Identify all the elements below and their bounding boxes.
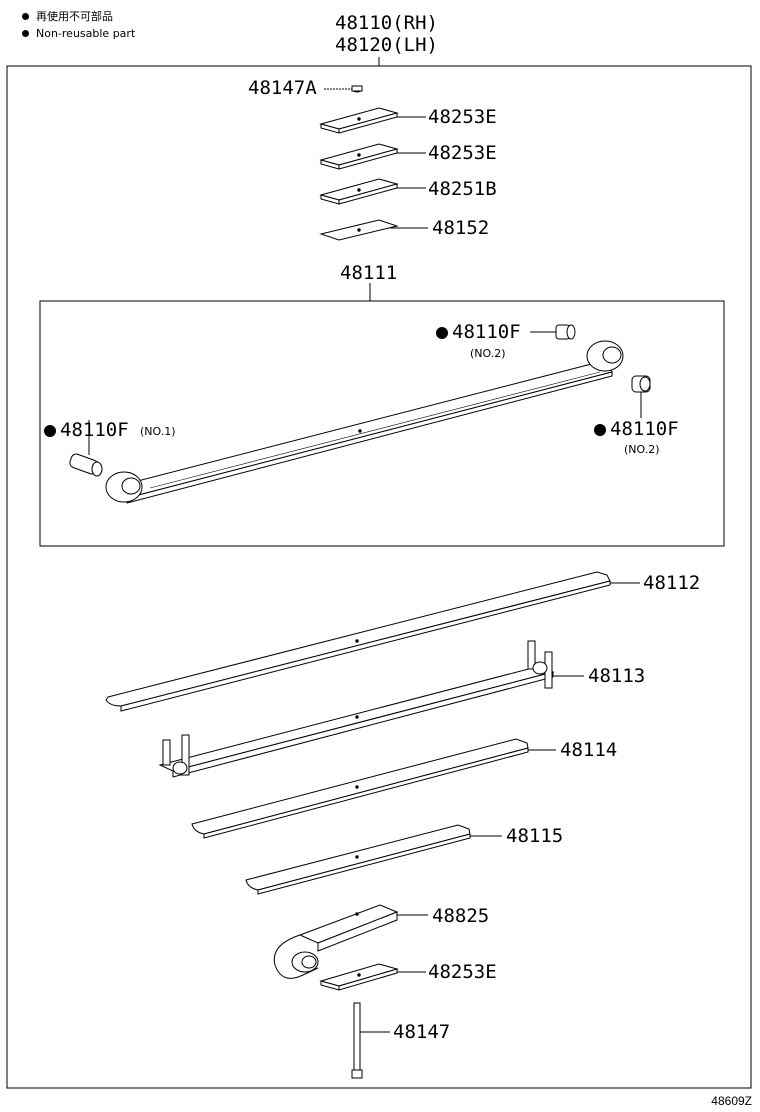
bushing-no2-right xyxy=(631,375,651,418)
pad-48152 xyxy=(319,219,428,241)
bolt-48147 xyxy=(351,1002,390,1079)
plate-48253E-1 xyxy=(319,107,426,134)
part-48112-label: 48112 xyxy=(643,572,701,594)
part-48111-label: 48111 xyxy=(340,262,398,284)
nut-48147A xyxy=(324,85,363,93)
legend-japanese: 再使用不可部品 xyxy=(36,10,113,23)
assembly-frame xyxy=(6,65,752,1089)
legend-row-english: Non-reusable part xyxy=(22,25,135,42)
part-48114-label: 48114 xyxy=(560,739,618,761)
part-48110F-no2-right-text: 48110F xyxy=(610,418,679,440)
part-48110F-no1-note: (NO.1) xyxy=(140,425,176,438)
legend-row-japanese: 再使用不可部品 xyxy=(22,8,135,25)
part-48110F-no1-text: 48110F xyxy=(60,419,129,441)
leaf-48115 xyxy=(245,824,502,895)
part-48113-label: 48113 xyxy=(588,665,646,687)
assembly-rh-label: 48110(RH) xyxy=(335,12,438,34)
part-48110F-no2-top-text: 48110F xyxy=(452,321,521,343)
non-reusable-bullet-icon xyxy=(22,30,29,37)
leaf-48112 xyxy=(105,571,640,712)
plate-48253E-3 xyxy=(319,963,426,991)
part-48253E-label-1: 48253E xyxy=(428,106,497,128)
part-48147A-label: 48147A xyxy=(248,77,317,99)
plate-48253E-2 xyxy=(319,143,426,170)
leaf-48111-frame xyxy=(39,300,725,547)
main-leaf-48111 xyxy=(105,340,624,504)
non-reusable-icon xyxy=(436,327,448,339)
non-reusable-bullet-icon xyxy=(22,13,29,20)
legend-english: Non-reusable part xyxy=(36,27,136,40)
leaf-48114 xyxy=(191,738,556,839)
assembly-lh-label: 48120(LH) xyxy=(335,34,438,56)
part-48115-label: 48115 xyxy=(506,825,564,847)
part-48110F-no2-top-label: 48110F xyxy=(436,321,521,343)
bracket-48825 xyxy=(273,904,428,979)
part-48251B-label: 48251B xyxy=(428,178,497,200)
leaf-48113 xyxy=(158,640,584,778)
part-48110F-no2-top-note: (NO.2) xyxy=(470,347,506,360)
part-48147-label: 48147 xyxy=(393,1021,451,1043)
legend: 再使用不可部品 Non-reusable part xyxy=(22,8,135,42)
bushing-no2-top xyxy=(530,324,576,340)
non-reusable-icon xyxy=(44,425,56,437)
figure-id: 48609Z xyxy=(711,1094,752,1108)
non-reusable-icon xyxy=(594,424,606,436)
part-48825-label: 48825 xyxy=(432,905,490,927)
plate-48251B xyxy=(319,178,426,205)
part-48110F-no1-label: 48110F xyxy=(44,419,129,441)
part-48110F-no2-right-note: (NO.2) xyxy=(624,443,660,456)
part-48253E-label-2: 48253E xyxy=(428,142,497,164)
part-48110F-no2-right-label: 48110F xyxy=(594,418,679,440)
bushing-no1-left xyxy=(69,420,103,477)
part-48253E-label-3: 48253E xyxy=(428,961,497,983)
part-48152-label: 48152 xyxy=(432,217,490,239)
